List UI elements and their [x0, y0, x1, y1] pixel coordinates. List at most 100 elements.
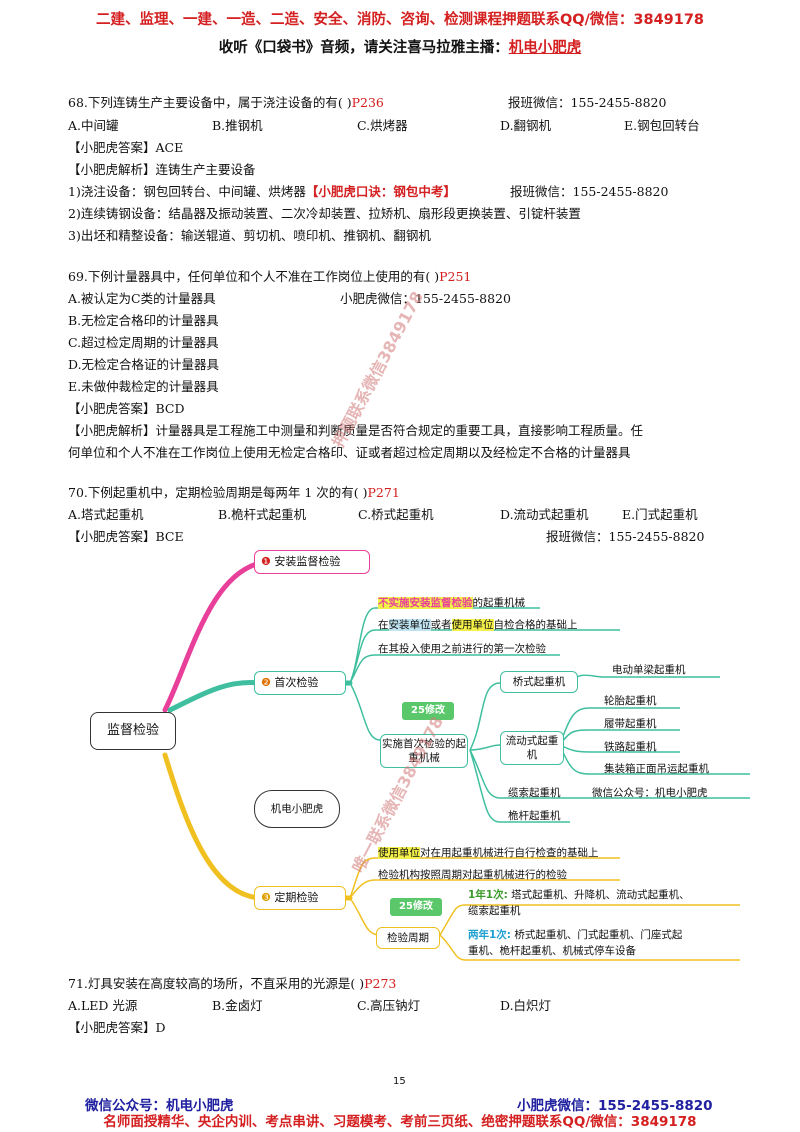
promo-banner-top: 二建、监理、一建、一造、二造、安全、消防、咨询、检测课程押题联系QQ/微信：38…: [95, 12, 705, 28]
branch-install-number: ❶: [261, 555, 271, 568]
mindmap-branch-install: ❶ 安装监督检验: [254, 550, 370, 574]
q70-page-ref: P271: [367, 485, 400, 500]
q71-option-b: B.金卤灯: [212, 998, 263, 1013]
footer-wechat-account: 微信公众号：机电小肥虎: [85, 1098, 234, 1114]
q71-option-d: D.白炽灯: [500, 998, 552, 1013]
q71-stem: 71.灯具安装在高度较高的场所，不直采用的光源是( )P273: [68, 973, 396, 992]
branch-periodic-label: 定期检验: [274, 891, 319, 904]
promo-banner-bottom: 名师面授精华、央企内训、考点串讲、习题模考、考前三页纸、绝密押题联系QQ/微信：…: [103, 1114, 697, 1130]
q70-option-d: D.流动式起重机: [500, 507, 589, 522]
first-leaf-install-unit: 安装单位: [388, 619, 431, 631]
q68-stem: 68.下列连铸生产主要设备中，属于浇注设备的有( )P236: [68, 92, 384, 111]
q68-analysis-2: 2)连续铸钢设备：结晶器及振动装置、二次冷却装置、拉矫机、扇形段更换装置、引锭杆…: [68, 206, 581, 221]
periodic-leaf-basis: 使用单位对在用起重机械进行自行检查的基础上: [378, 845, 599, 860]
inspection-cycle-node: 检验周期: [376, 927, 440, 949]
periodic-use-unit: 使用单位: [378, 847, 420, 859]
first-leaf-basis-c: 自检合格的基础上: [493, 619, 578, 631]
periodic-leaf-basis-rest: 对在用起重机械进行自行检查的基础上: [420, 847, 599, 859]
q68-stem-text: 68.下列连铸生产主要设备中，属于浇注设备的有( ): [68, 95, 352, 110]
first-leaf-timing: 在其投入使用之前进行的第一次检验: [378, 643, 546, 655]
q69-option-d: D.无检定合格证的计量器具: [68, 357, 220, 372]
branch-install-label: 安装监督检验: [274, 555, 341, 568]
q69-option-c: C.超过检定周期的计量器具: [68, 335, 219, 350]
q70-option-e: E.门式起重机: [622, 507, 698, 522]
mindmap-wechat-account: 微信公众号：机电小肥虎: [592, 787, 708, 799]
q68-option-d: D.翻钢机: [500, 118, 552, 133]
q69-page-ref: P251: [439, 269, 472, 284]
page-number: 15: [393, 1076, 406, 1087]
first-impl-node: 实施首次检验的起重机械: [380, 734, 468, 768]
audio-notice: 收听《口袋书》音频，请关注喜马拉雅主播：机电小肥虎: [0, 36, 800, 57]
first-leaf-no-install: 不实施安装监督检验的起重机械: [378, 595, 525, 610]
q68-a1-text: 1)浇注设备：钢包回转台、中间罐、烘烤器: [68, 184, 306, 199]
revision-badge-2025-periodic: 25修改: [390, 898, 442, 916]
q69-option-a: A.被认定为C类的计量器具: [68, 291, 216, 306]
cycle-annual-label: 1年1次:: [468, 889, 508, 901]
cycle-annual-2: 缆索起重机: [468, 905, 521, 917]
first-leaf-use-unit: 使用单位: [451, 619, 494, 631]
q71-answer: 【小肥虎答案】D: [68, 1020, 166, 1035]
host-name: 机电小肥虎: [508, 40, 582, 56]
crane-mobile-rail: 铁路起重机: [604, 741, 657, 753]
q68-answer: 【小肥虎答案】ACE: [68, 140, 184, 155]
mindmap-root: 监督检验: [90, 712, 176, 750]
revision-badge-2025: 25修改: [402, 702, 454, 720]
q70-wechat: 报班微信：155-2455-8820: [546, 529, 705, 544]
periodic-leaf-agency: 检验机构按照周期对起重机械进行的检验: [378, 869, 567, 881]
branch-first-number: ❷: [261, 676, 271, 689]
q70-stem: 70.下例起重机中，定期检验周期是每两年 1 次的有( )P271: [68, 482, 400, 501]
footer-wechat-number: 小肥虎微信：155-2455-8820: [517, 1098, 713, 1114]
audio-notice-text: 收听《口袋书》音频，请关注喜马拉雅主播：: [218, 40, 509, 56]
q71-page-ref: P273: [364, 976, 397, 991]
crane-bridge-single-girder: 电动单梁起重机: [612, 664, 686, 676]
crane-bridge: 桥式起重机: [500, 671, 578, 693]
crane-mast: 桅杆起重机: [508, 810, 561, 822]
q70-answer: 【小肥虎答案】BCE: [68, 529, 184, 544]
crane-mobile-container: 集装箱正面吊运起重机: [604, 763, 709, 775]
q70-option-b: B.桅杆式起重机: [218, 507, 307, 522]
crane-mobile-tire: 轮胎起重机: [604, 695, 657, 707]
branch-periodic-number: ❸: [261, 891, 271, 904]
q68-analysis-title: 【小肥虎解析】连铸生产主要设备: [68, 162, 256, 177]
q69-stem: 69.下例计量器具中，任何单位和个人不准在工作岗位上使用的有( )P251: [68, 266, 471, 285]
mindmap-branch-first: ❷ 首次检验: [254, 671, 346, 695]
q71-stem-text: 71.灯具安装在高度较高的场所，不直采用的光源是( ): [68, 976, 365, 991]
cycle-annual: 1年1次: 塔式起重机、升降机、流动式起重机、: [468, 887, 690, 902]
q68-option-e: E.钢包回转台: [624, 118, 700, 133]
q68-wechat: 报班微信：155-2455-8820: [508, 95, 667, 110]
q69-option-e: E.未做仲裁检定的计量器具: [68, 379, 219, 394]
cycle-biennial: 两年1次: 桥式起重机、门式起重机、门座式起: [468, 927, 682, 942]
q68-option-b: B.推钢机: [212, 118, 263, 133]
cycle-biennial-text: 桥式起重机、门式起重机、门座式起: [514, 929, 683, 941]
q68-option-a: A.中间罐: [68, 118, 119, 133]
first-leaf-basis-a: 在: [378, 619, 389, 631]
cycle-biennial-label: 两年1次:: [468, 929, 512, 941]
q69-wechat: 小肥虎微信：155-2455-8820: [340, 291, 511, 306]
first-leaf-basis: 在安装单位或者使用单位自检合格的基础上: [378, 617, 578, 632]
q71-option-c: C.高压钠灯: [357, 998, 421, 1013]
q71-option-a: A.LED 光源: [68, 998, 138, 1013]
q69-analysis-2: 何单位和个人不准在工作岗位上使用无检定合格印、证或者超过检定周期以及经检定不合格…: [68, 445, 631, 460]
crane-cable: 缆索起重机: [508, 787, 561, 799]
q68-a1-wechat: 报班微信：155-2455-8820: [510, 184, 669, 199]
q68-mnemonic: 【小肥虎口诀：钢包中考】: [305, 184, 456, 199]
q69-analysis-1: 【小肥虎解析】计量器具是工程施工中测量和判断质量是否符合规定的重要工具，直接影响…: [68, 423, 644, 438]
q70-stem-text: 70.下例起重机中，定期检验周期是每两年 1 次的有( ): [68, 485, 368, 500]
crane-mobile: 流动式起重机: [500, 731, 564, 765]
crane-mobile-crawler: 履带起重机: [604, 718, 657, 730]
mindmap-cloud-label: 机电小肥虎: [254, 790, 340, 828]
q68-page-ref: P236: [351, 95, 384, 110]
q68-analysis-3: 3)出坯和精整设备：输送辊道、剪切机、喷印机、推钢机、翻钢机: [68, 228, 431, 243]
cycle-annual-text: 塔式起重机、升降机、流动式起重机、: [511, 889, 690, 901]
q70-option-a: A.塔式起重机: [68, 507, 144, 522]
q70-option-c: C.桥式起重机: [358, 507, 434, 522]
mindmap-branch-periodic: ❸ 定期检验: [254, 886, 346, 910]
q69-answer: 【小肥虎答案】BCD: [68, 401, 185, 416]
cycle-biennial-2: 重机、桅杆起重机、机械式停车设备: [468, 945, 636, 957]
q69-stem-text: 69.下例计量器具中，任何单位和个人不准在工作岗位上使用的有( ): [68, 269, 440, 284]
q69-option-b: B.无检定合格印的计量器具: [68, 313, 219, 328]
q68-analysis-1: 1)浇注设备：钢包回转台、中间罐、烘烤器【小肥虎口诀：钢包中考】: [68, 181, 456, 200]
branch-first-label: 首次检验: [274, 676, 319, 689]
first-leaf-no-install-highlight: 不实施安装监督检验: [378, 597, 473, 609]
first-leaf-no-install-rest: 的起重机械: [472, 597, 526, 609]
